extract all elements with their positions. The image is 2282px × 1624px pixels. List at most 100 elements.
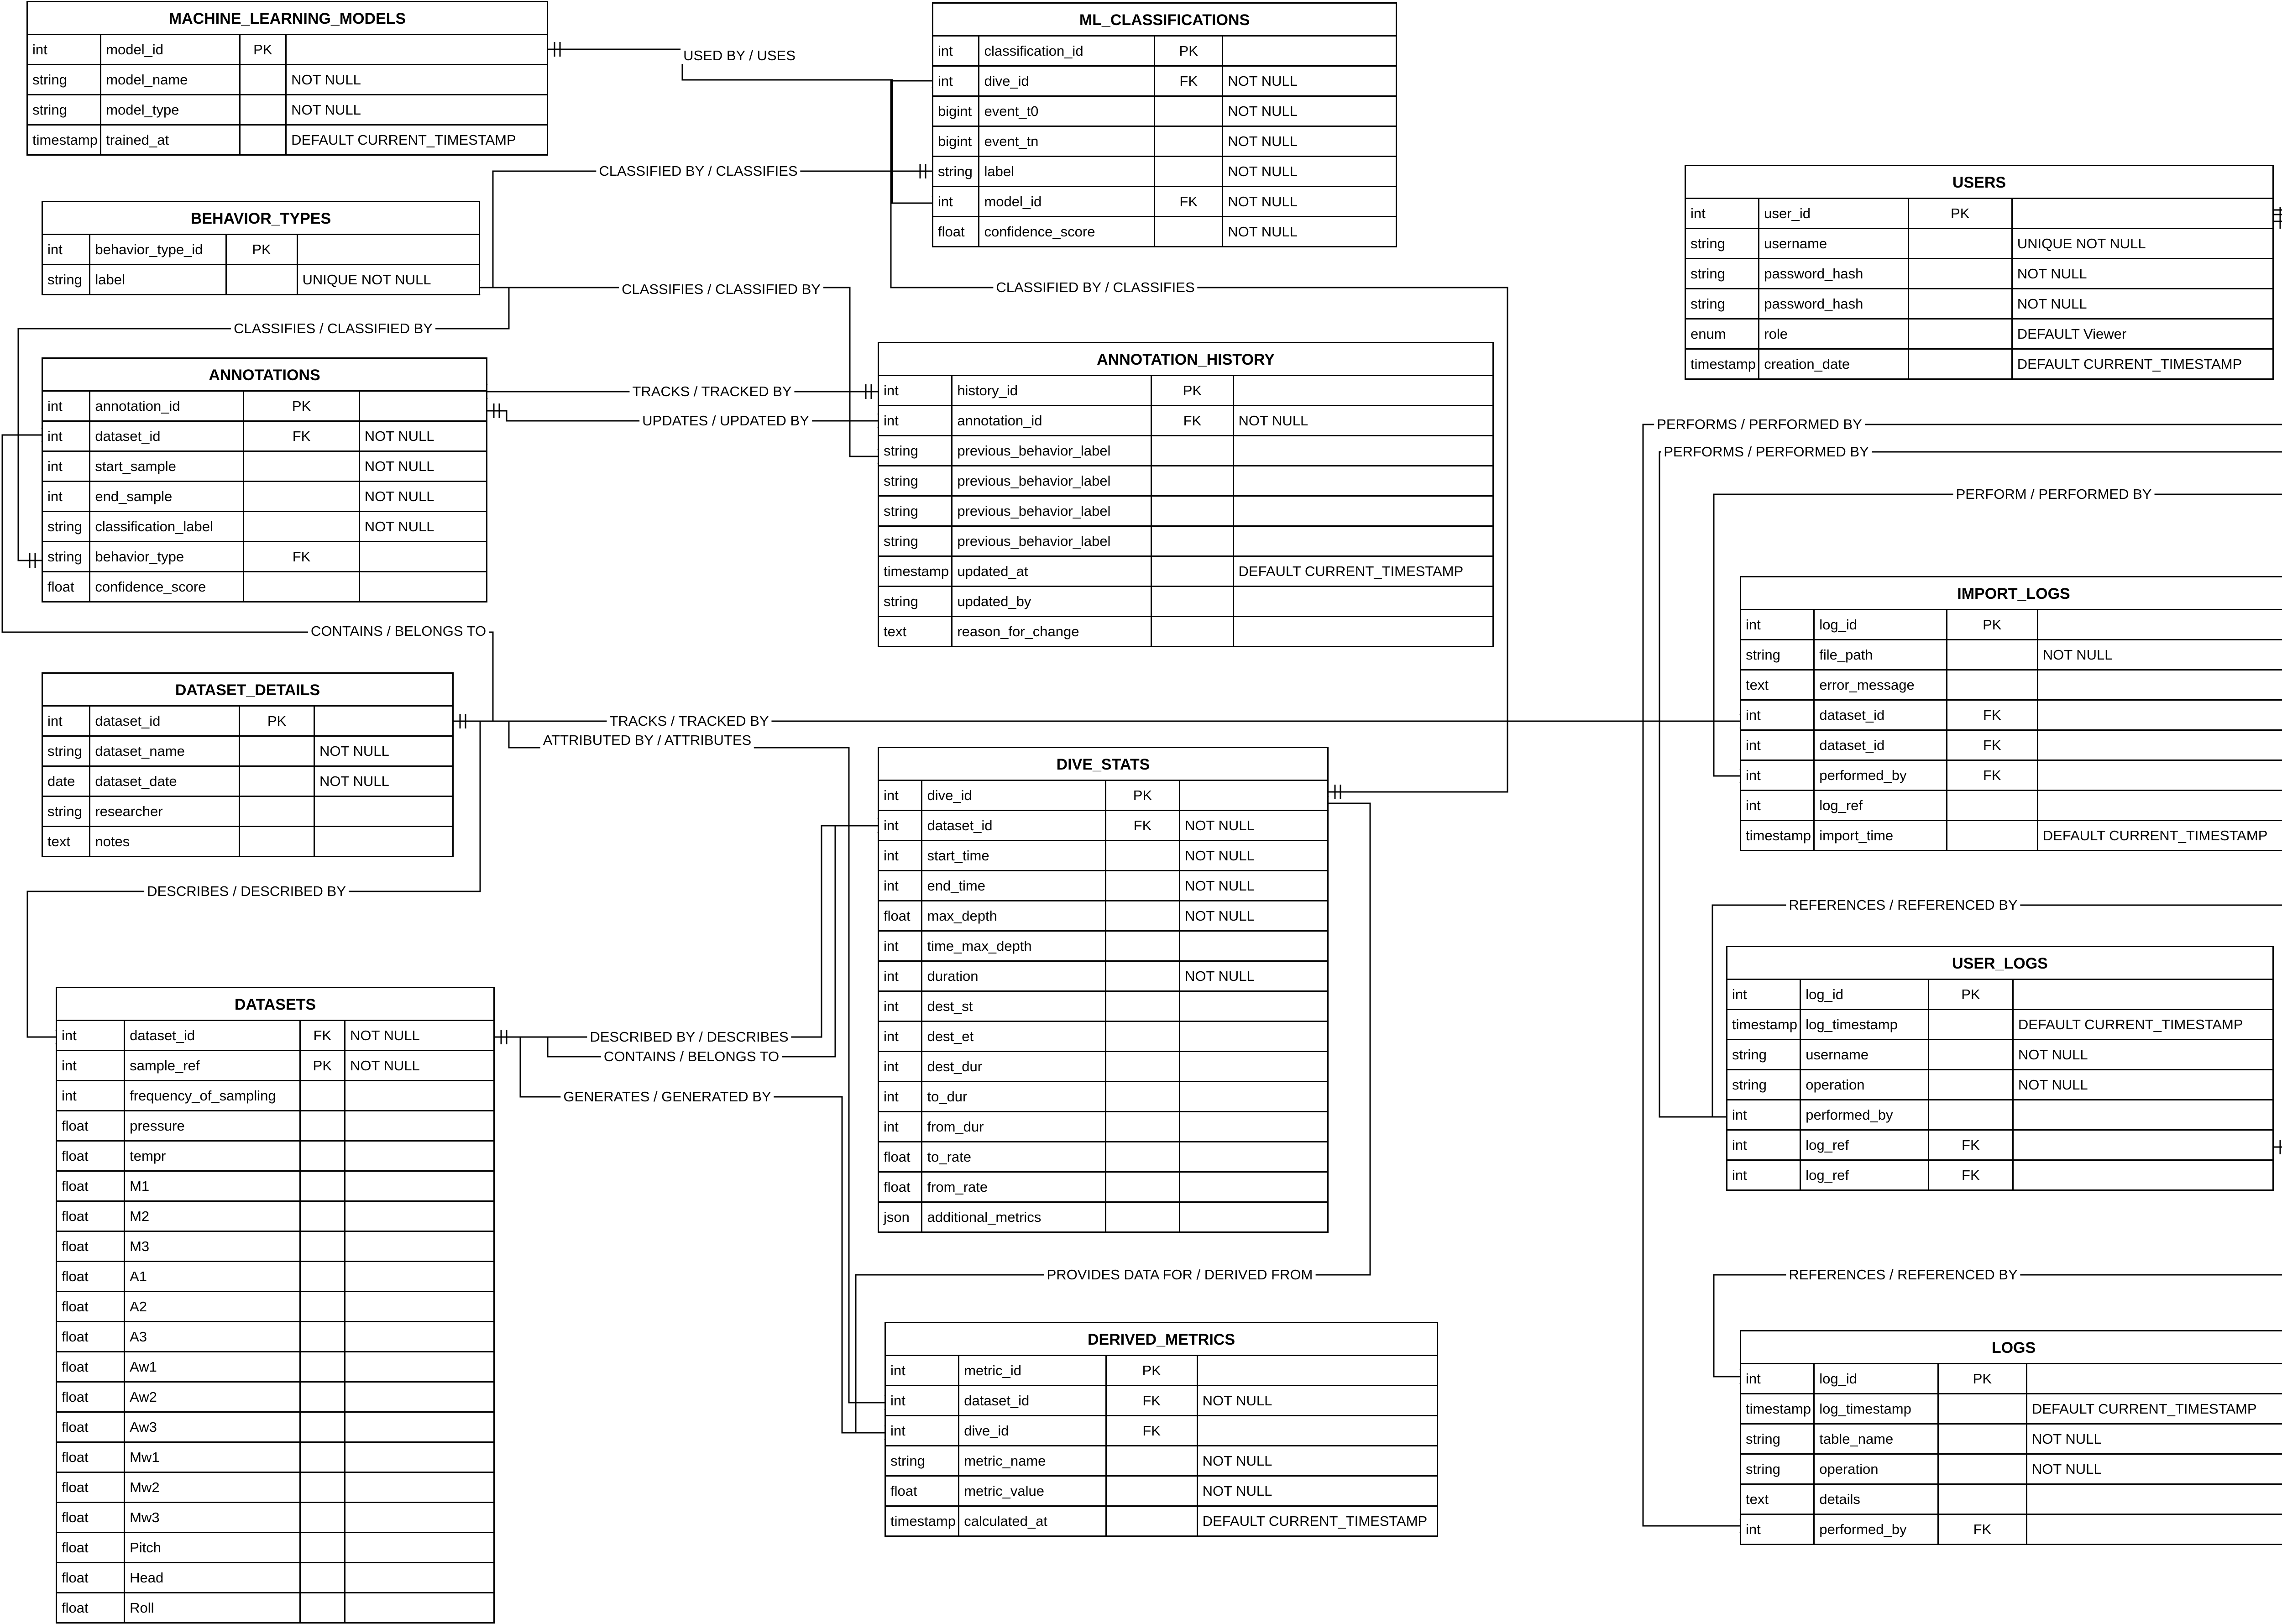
- field-type: int: [1741, 761, 1815, 790]
- field-name: model_id: [979, 187, 1156, 216]
- field-name: frequency_of_sampling: [125, 1081, 301, 1110]
- field-key: [244, 572, 360, 602]
- field-key: [240, 827, 315, 857]
- field-constraint: NOT NULL: [1228, 224, 1298, 240]
- field-key: [301, 1322, 346, 1351]
- relationship-line: [1712, 904, 2282, 1117]
- field-type: int: [43, 482, 91, 511]
- field-type: float: [879, 901, 923, 930]
- field-constraint: [1180, 932, 1327, 960]
- field-constraint: [1234, 436, 1492, 465]
- entity-title: MACHINE_LEARNING_MODELS: [28, 2, 547, 35]
- field-constraint: NOT NULL: [2031, 1461, 2102, 1477]
- field-key: [301, 1352, 346, 1381]
- field-name: end_sample: [90, 482, 245, 511]
- field-key: FK: [1155, 67, 1224, 95]
- field-type: int: [879, 1052, 923, 1081]
- field-name: end_time: [922, 871, 1106, 900]
- relationship-label: DESCRIBES / DESCRIBED BY: [144, 883, 349, 900]
- field-type: int: [933, 187, 980, 216]
- field-name: start_sample: [90, 452, 245, 481]
- field-key: [1106, 1112, 1180, 1141]
- field-key: PK: [1939, 1364, 2027, 1393]
- field-name: annotation_id: [90, 392, 245, 420]
- field-key: PK: [240, 707, 315, 735]
- field-constraint: [1180, 1052, 1327, 1081]
- entity-title: ML_CLASSIFICATIONS: [933, 4, 1396, 37]
- field-type: int: [57, 1081, 126, 1110]
- relationship-label: PERFORMS / PERFORMED BY: [1661, 444, 1872, 460]
- field-type: int: [879, 406, 953, 435]
- field-constraint: NOT NULL: [1184, 848, 1255, 864]
- field-constraint: NOT NULL: [1184, 968, 1255, 984]
- field-constraint: NOT NULL: [1238, 413, 1308, 429]
- field-type: int: [879, 992, 923, 1021]
- field-constraint: [345, 1262, 493, 1291]
- field-key: PK: [1155, 37, 1224, 65]
- relationship-label: REFERENCES / REFERENCED BY: [1786, 897, 2020, 913]
- field-key: [301, 1111, 346, 1140]
- entity-title: LOGS: [1741, 1331, 2282, 1364]
- field-key: [1947, 791, 2038, 820]
- field-key: [1155, 127, 1224, 156]
- field-type: float: [57, 1563, 126, 1592]
- field-name: dataset_date: [90, 767, 241, 796]
- field-constraint: UNIQUE NOT NULL: [2017, 236, 2146, 251]
- field-key: [1106, 1022, 1180, 1051]
- field-key: PK: [241, 35, 287, 64]
- field-name: role: [1759, 320, 1909, 348]
- field-constraint: [1180, 1022, 1327, 1051]
- field-type: int: [933, 37, 980, 65]
- relationship-label: CLASSIFIES / CLASSIFIED BY: [231, 320, 435, 337]
- field-constraint: [345, 1202, 493, 1231]
- field-constraint: DEFAULT CURRENT_TIMESTAMP: [1202, 1513, 1428, 1529]
- field-constraint: NOT NULL: [1184, 878, 1255, 894]
- field-name: previous_behavior_label: [953, 466, 1152, 495]
- entity-title: USERS: [1686, 166, 2272, 199]
- field-type: float: [57, 1142, 126, 1170]
- field-type: int: [57, 1021, 126, 1050]
- field-name: start_time: [922, 841, 1106, 870]
- field-constraint: [360, 572, 486, 602]
- field-name: classification_label: [90, 512, 245, 541]
- entity-title: ANNOTATION_HISTORY: [879, 343, 1492, 376]
- field-key: [1939, 1455, 2027, 1483]
- field-name: label: [90, 265, 227, 295]
- field-constraint: NOT NULL: [2018, 1047, 2088, 1063]
- entity-title: ANNOTATIONS: [43, 359, 486, 392]
- field-name: to_rate: [922, 1142, 1106, 1171]
- field-key: FK: [1152, 406, 1234, 435]
- field-name: log_ref: [1815, 791, 1947, 820]
- field-name: dive_id: [979, 67, 1156, 95]
- field-type: float: [886, 1477, 960, 1505]
- field-name: username: [1759, 229, 1909, 258]
